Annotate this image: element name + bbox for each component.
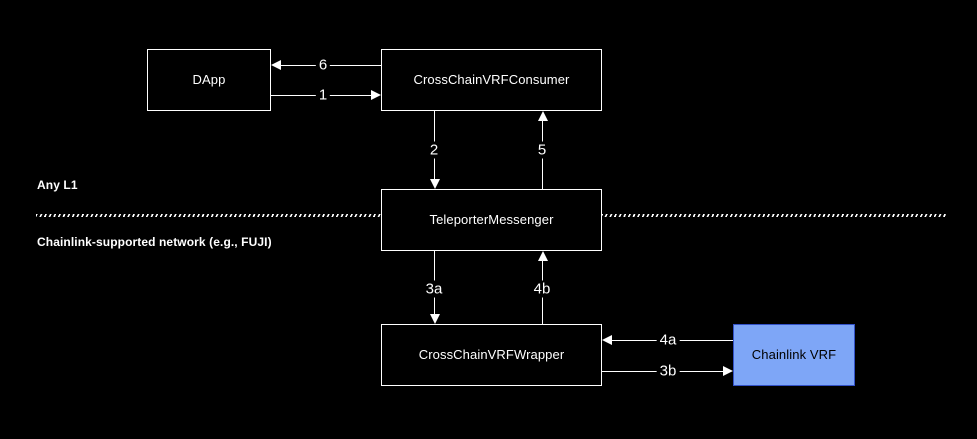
edge-6-arrowhead <box>271 60 281 70</box>
zone-label-any-l1: Any L1 <box>37 178 78 192</box>
edge-6-line <box>281 65 381 66</box>
edge-4a-arrowhead <box>602 335 612 345</box>
edge-1-label: 1 <box>315 86 331 104</box>
edge-3a-arrowhead <box>430 314 440 324</box>
zone-label-chainlink-network: Chainlink-supported network (e.g., FUJI) <box>37 235 272 249</box>
edge-2-arrowhead <box>430 179 440 189</box>
edge-5-arrowhead <box>538 111 548 121</box>
edge-4b-arrowhead <box>538 251 548 261</box>
edge-2-label: 2 <box>426 141 442 159</box>
node-dapp[interactable]: DApp <box>147 49 271 111</box>
edge-3b-arrowhead <box>723 366 733 376</box>
node-dapp-label: DApp <box>192 72 226 88</box>
edge-3a-label: 3a <box>422 280 446 298</box>
node-cross-chain-vrf-consumer[interactable]: CrossChainVRFConsumer <box>381 49 602 111</box>
node-cross-chain-vrf-consumer-label: CrossChainVRFConsumer <box>413 72 570 88</box>
node-cross-chain-vrf-wrapper[interactable]: CrossChainVRFWrapper <box>381 324 602 386</box>
node-cross-chain-vrf-wrapper-label: CrossChainVRFWrapper <box>418 347 565 363</box>
edge-4a-label: 4a <box>656 331 680 349</box>
edge-1-arrowhead <box>371 90 381 100</box>
node-teleporter-messenger-label: TeleporterMessenger <box>429 212 554 228</box>
node-chainlink-vrf-label: Chainlink VRF <box>751 347 837 363</box>
edge-6-label: 6 <box>315 56 331 74</box>
edge-4b-label: 4b <box>530 280 554 298</box>
node-chainlink-vrf[interactable]: Chainlink VRF <box>733 324 855 386</box>
node-teleporter-messenger[interactable]: TeleporterMessenger <box>381 189 602 251</box>
edge-3b-label: 3b <box>656 362 680 380</box>
edge-5-label: 5 <box>534 141 550 159</box>
